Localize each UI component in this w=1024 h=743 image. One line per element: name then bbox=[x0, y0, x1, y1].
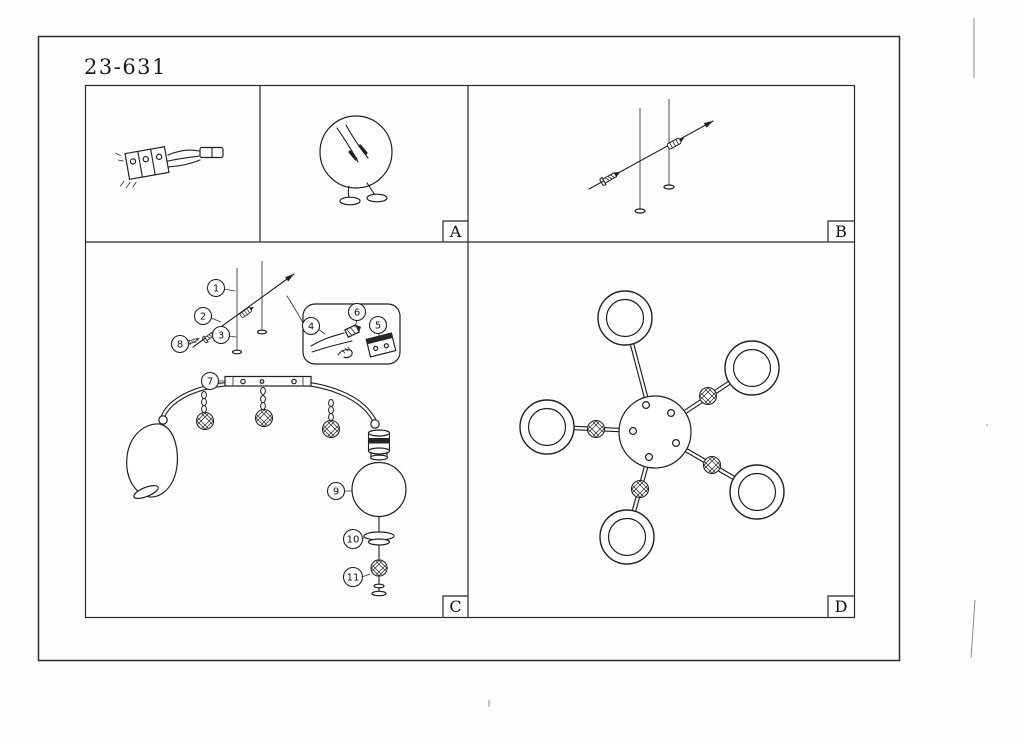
callout-9: 9 bbox=[326, 481, 346, 501]
hanging-ball-center bbox=[254, 387, 274, 428]
terminal-block-sketch bbox=[115, 146, 224, 189]
arm-ball bbox=[586, 419, 606, 439]
mounting-bar bbox=[224, 375, 312, 387]
panel-d-label: D bbox=[827, 595, 854, 617]
panel-d: D bbox=[519, 290, 854, 617]
callout-7: 7 bbox=[200, 371, 220, 391]
svg-text:7: 7 bbox=[207, 377, 213, 388]
panel-grid bbox=[84, 84, 856, 619]
mounting-hardware-sketch bbox=[588, 99, 715, 214]
panel-b-letter: B bbox=[835, 222, 847, 241]
panel-d-letter: D bbox=[835, 597, 848, 616]
panel-b: B bbox=[588, 99, 854, 242]
finial-ball bbox=[370, 559, 388, 577]
wire-cap-icon bbox=[344, 324, 362, 338]
panel-c-label: C bbox=[442, 595, 468, 617]
ceiling-bar-assembly bbox=[159, 375, 378, 439]
callout-3: 3 bbox=[211, 325, 231, 345]
glass-globe-assembly bbox=[351, 419, 407, 597]
svg-text:5: 5 bbox=[375, 321, 381, 332]
panel-b-label: B bbox=[827, 220, 854, 242]
shade-ring-top-right bbox=[724, 340, 780, 396]
callout-10: 10 bbox=[342, 528, 364, 550]
svg-text:2: 2 bbox=[200, 312, 206, 323]
callout-6: 6 bbox=[347, 302, 367, 322]
svg-text:1: 1 bbox=[213, 284, 219, 295]
svg-text:8: 8 bbox=[177, 340, 183, 351]
wire-detail-circle bbox=[319, 115, 393, 206]
shade-ring-top-left bbox=[597, 290, 653, 346]
panel-a-label: A bbox=[442, 220, 468, 242]
svg-text:3: 3 bbox=[218, 331, 224, 342]
wire-twist-icon bbox=[337, 346, 353, 359]
panel-c-letter: C bbox=[449, 597, 461, 616]
svg-text:6: 6 bbox=[354, 308, 360, 319]
arm-ball bbox=[698, 386, 718, 406]
shade-ring-bottom bbox=[599, 509, 655, 565]
callout-11: 11 bbox=[342, 566, 364, 588]
panel-a: A bbox=[115, 115, 468, 242]
callout-4: 4 bbox=[301, 316, 321, 336]
callout-1: 1 bbox=[206, 278, 226, 298]
connector-box-icon bbox=[365, 332, 397, 358]
top-view-chandelier bbox=[519, 290, 785, 565]
mounting-screw-icon bbox=[598, 167, 624, 187]
panel-c: 1 2 3 8 7 4 6 5 9 10 11 C bbox=[126, 261, 468, 617]
arm-ball bbox=[630, 479, 650, 499]
svg-text:9: 9 bbox=[333, 487, 339, 498]
arm-ball bbox=[702, 455, 722, 475]
hanging-ball-right bbox=[321, 399, 341, 439]
glass-globe bbox=[351, 461, 407, 518]
left-lampshade bbox=[126, 415, 179, 500]
anchor-screw-assembly bbox=[187, 261, 296, 355]
model-number: 23-631 bbox=[84, 55, 167, 79]
outer-border bbox=[37, 35, 901, 662]
callout-5: 5 bbox=[368, 315, 388, 335]
callout-2: 2 bbox=[193, 306, 213, 326]
svg-text:11: 11 bbox=[347, 573, 360, 584]
lamp-socket bbox=[367, 429, 391, 461]
panel-a-letter: A bbox=[449, 222, 462, 241]
svg-text:10: 10 bbox=[347, 535, 360, 546]
shade-ring-bottom-right bbox=[729, 464, 785, 520]
callout-8: 8 bbox=[170, 334, 190, 354]
hanging-ball-left bbox=[195, 391, 215, 431]
scan-artifacts bbox=[488, 18, 988, 707]
svg-text:4: 4 bbox=[308, 322, 314, 333]
shade-ring-left bbox=[519, 399, 575, 455]
